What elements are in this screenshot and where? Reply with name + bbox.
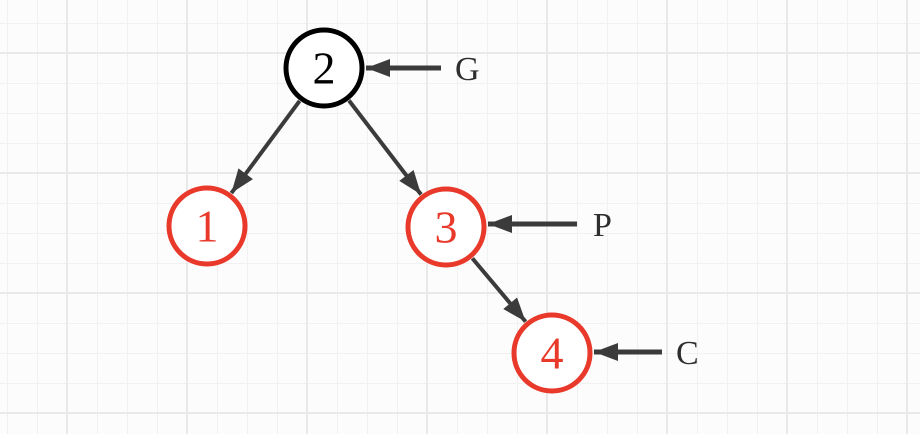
tree-node-3: 3 [405,186,487,268]
tree-node-4: 4 [511,312,593,394]
node-value: 4 [541,328,564,379]
tree-nodes-layer: 2 1 3 4 [166,27,593,394]
annotation-label-C: C [676,335,699,372]
annotation-label-G: G [455,51,480,88]
node-circle-red [405,186,487,268]
node-value: 3 [435,202,458,253]
tree-node-2: 2 [283,27,365,109]
node-value: 1 [196,201,219,252]
node-circle-black [283,27,365,109]
node-circle-red [166,185,248,267]
node-circle-red [511,312,593,394]
annotation-C: C [594,335,699,372]
tree-edge-3-4 [470,257,528,323]
tree-edges-layer [229,99,528,323]
tree-edge-2-1 [229,99,302,195]
tree-node-1: 1 [166,185,248,267]
annotation-G: G [366,51,480,88]
annotations-layer: G P C [366,51,699,372]
annotation-label-P: P [593,207,612,244]
annotation-P: P [488,207,612,244]
node-value: 2 [313,43,336,94]
tree-edge-2-3 [347,99,423,196]
